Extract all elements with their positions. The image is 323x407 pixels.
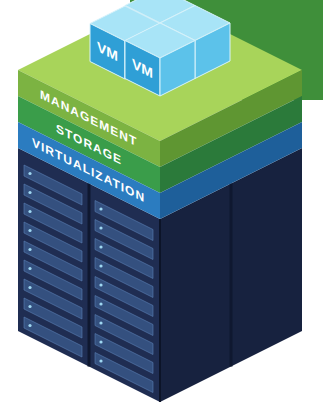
virtualization-layer: VIRTUALIZATION <box>18 122 302 219</box>
layer-label: VIRTUALIZATION <box>32 135 145 206</box>
vm-cube: VM <box>125 23 195 96</box>
band-outline <box>18 122 302 219</box>
